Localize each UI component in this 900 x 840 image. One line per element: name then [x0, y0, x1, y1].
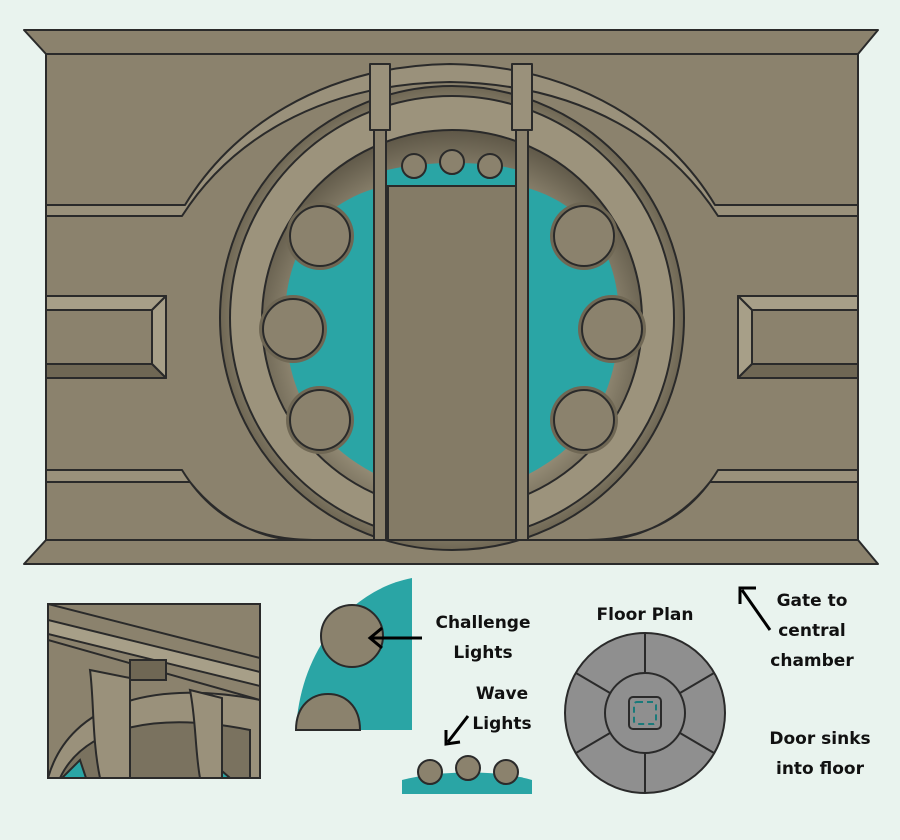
challenge-lights-label: Challenge Lights [435, 613, 531, 663]
main-gate [23, 29, 879, 565]
wave-light [477, 153, 503, 179]
challenge-lights-detail [294, 578, 422, 731]
wave-lights-detail [402, 715, 532, 794]
floor-plan-label: Floor Plan [596, 605, 694, 625]
perspective-view [48, 604, 260, 778]
floor-plan-diagram [564, 632, 726, 794]
gate-label: Gate to central chamber [770, 591, 854, 671]
left-pillar [369, 63, 391, 131]
door-sinks-label: Door sinks into floor [769, 729, 871, 779]
top-cornice [23, 29, 879, 55]
wave-light [439, 149, 465, 175]
gate-arrow [738, 586, 772, 631]
arch-band [45, 63, 859, 217]
wave-lights-label: Wave Lights [472, 684, 532, 734]
challenge-lights [259, 202, 646, 454]
wave-light [401, 153, 427, 179]
right-pillar [511, 63, 533, 131]
